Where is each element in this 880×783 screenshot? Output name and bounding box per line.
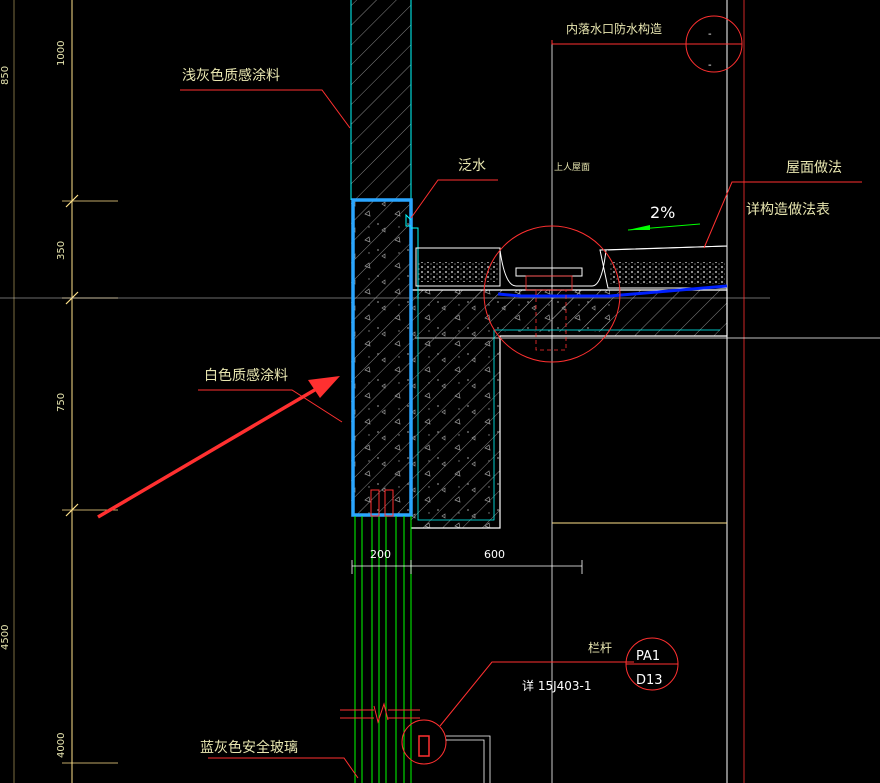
waterproof-membrane	[497, 284, 728, 298]
break-symbol	[340, 702, 420, 724]
label-slope: 2%	[650, 203, 675, 222]
left-dimension-chain	[13, 0, 118, 783]
dim-200: 200	[370, 548, 391, 561]
slope-arrowhead	[628, 225, 650, 230]
index-code: PA1	[636, 649, 660, 664]
dim-4500: 4500	[0, 625, 11, 650]
roof-layer-right	[599, 245, 728, 289]
leader-lines	[180, 40, 862, 779]
dim-4000: 4000	[56, 733, 67, 758]
glass-panel	[354, 489, 412, 783]
railing-post	[418, 735, 430, 757]
label-waterproof-detail: 内落水口防水构造	[566, 21, 662, 36]
drain-detail-circle	[483, 225, 621, 363]
label-flashing: 泛水	[458, 158, 486, 174]
label-accessible-roof: 上人屋面	[554, 162, 590, 173]
railing-detail-circle	[401, 719, 447, 765]
dim-600: 600	[484, 548, 505, 561]
dim-750: 750	[56, 393, 67, 412]
highlight-frame	[351, 198, 413, 517]
detail-bubble-top: -	[708, 29, 712, 40]
label-railing: 栏杆	[588, 640, 612, 655]
index-sheet: D13	[636, 673, 663, 688]
roof-layer-left	[415, 247, 501, 287]
railing-rail	[446, 735, 491, 783]
roof-drain	[499, 249, 607, 351]
parapet-wall	[350, 0, 412, 200]
detail-bubble-bottom: -	[708, 60, 712, 71]
annotation-arrow	[97, 376, 340, 519]
bottom-dimension	[351, 560, 583, 574]
dim-350: 350	[56, 241, 67, 260]
label-detail-ref: 详 15J403-1	[522, 678, 592, 693]
label-see-schedule: 详构造做法表	[746, 202, 830, 218]
concrete-beam	[351, 200, 728, 529]
dim-850: 850	[0, 66, 11, 85]
label-roof-practice: 屋面做法	[786, 160, 842, 176]
label-white-coating: 白色质感涂料	[204, 367, 288, 384]
label-blue-gray-glass: 蓝灰色安全玻璃	[200, 739, 298, 756]
dim-1000: 1000	[56, 41, 67, 66]
label-light-gray-coating: 浅灰色质感涂料	[182, 67, 280, 84]
